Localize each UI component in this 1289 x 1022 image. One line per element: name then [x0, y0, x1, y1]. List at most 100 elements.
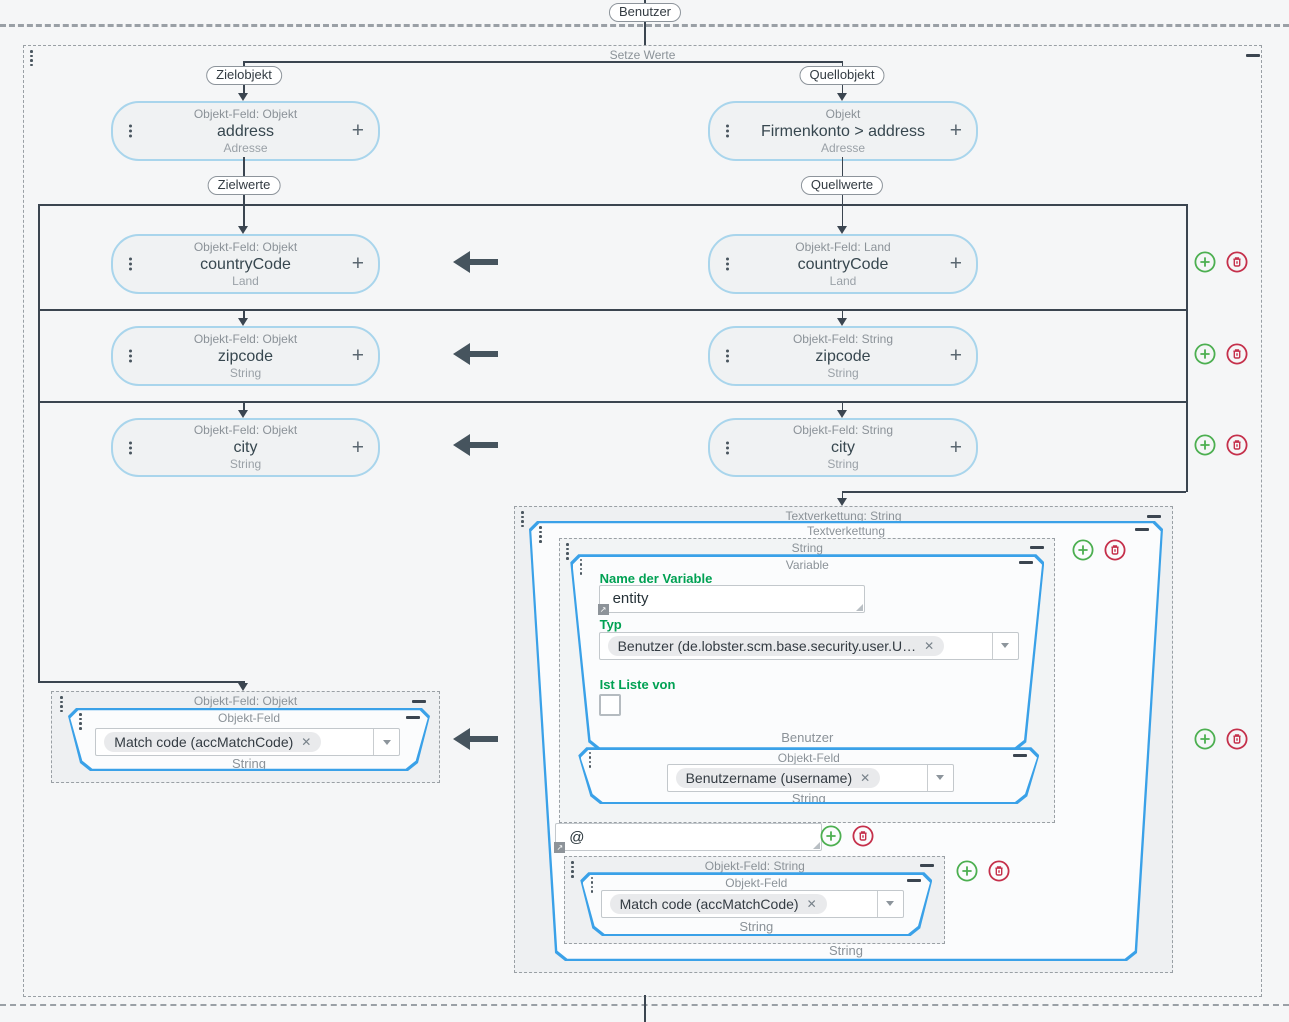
node-add-icon[interactable]: + — [351, 344, 364, 367]
node-menu-icon[interactable] — [129, 441, 132, 454]
drag-handle-icon[interactable] — [591, 877, 594, 893]
connector — [243, 204, 245, 226]
is-list-checkbox[interactable] — [599, 694, 621, 716]
match-source-node[interactable]: Objekt-Feld Match code (accMatchCode)✕ S… — [580, 872, 932, 936]
match-target-node[interactable]: Objekt-Feld Match code (accMatchCode)✕ S… — [68, 708, 430, 771]
add-row-button[interactable] — [1194, 728, 1216, 750]
add-row-button[interactable] — [1194, 251, 1216, 273]
add-arg-button[interactable] — [820, 825, 842, 847]
node-menu-icon[interactable] — [129, 257, 132, 271]
node-menu-icon[interactable] — [129, 124, 132, 138]
node-menu-icon[interactable] — [726, 257, 729, 271]
drag-handle-icon[interactable] — [521, 511, 524, 528]
node-menu-icon[interactable] — [726, 441, 729, 454]
separator-input[interactable]: @ — [555, 823, 822, 851]
target-field-node-countrycode[interactable]: Objekt-Feld: Objekt countryCode Land + — [111, 234, 380, 294]
field-select[interactable]: Benutzername (username) ✕ — [667, 764, 954, 792]
source-field-node-zipcode[interactable]: Objekt-Feld: String zipcode String + — [708, 326, 978, 386]
chip-label: Benutzername (username) — [685, 769, 853, 786]
delete-row-button[interactable] — [1226, 343, 1248, 365]
collapse-button[interactable] — [907, 879, 921, 882]
type-select[interactable]: Benutzer (de.lobster.scm.base.security.u… — [599, 632, 1019, 660]
drag-handle-icon[interactable] — [60, 696, 63, 713]
field-select[interactable]: Match code (accMatchCode)✕ — [601, 890, 904, 918]
node-datatype: String — [229, 365, 262, 380]
node-add-icon[interactable]: + — [351, 252, 364, 275]
target-field-node-city[interactable]: Objekt-Feld: Objekt city String + — [111, 418, 380, 477]
connector — [841, 491, 844, 498]
node-add-icon[interactable]: + — [949, 344, 962, 367]
node-name: city — [831, 439, 855, 456]
source-object-pill: Quellobjekt — [799, 66, 885, 85]
target-object-node[interactable]: Objekt-Feld: Objekt address Adresse + — [111, 101, 380, 161]
node-add-icon[interactable]: + — [949, 119, 962, 142]
target-field-node-zipcode[interactable]: Objekt-Feld: Objekt zipcode String + — [111, 326, 380, 386]
node-add-icon[interactable]: + — [949, 252, 962, 275]
selected-field-chip: Match code (accMatchCode)✕ — [104, 732, 321, 752]
source-field-node-countrycode[interactable]: Objekt-Feld: Land countryCode Land + — [708, 234, 978, 294]
delete-row-button[interactable] — [1226, 251, 1248, 273]
node-add-icon[interactable]: + — [351, 435, 364, 459]
clear-icon[interactable]: ✕ — [860, 770, 871, 785]
assign-arrow — [453, 434, 498, 456]
add-arg-button[interactable] — [956, 860, 978, 882]
row-line — [38, 309, 1186, 311]
add-row-button[interactable] — [1194, 434, 1216, 456]
delete-row-button[interactable] — [1226, 728, 1248, 750]
node-add-icon[interactable]: + — [949, 435, 962, 459]
delete-row-button[interactable] — [1226, 434, 1248, 456]
drag-handle-icon[interactable] — [589, 752, 592, 768]
node-menu-icon[interactable] — [726, 124, 729, 138]
connector — [243, 61, 245, 69]
drag-handle-icon[interactable] — [566, 543, 569, 559]
concat-node[interactable]: Textverkettung String Variable Name — [529, 521, 1163, 961]
drag-handle-icon[interactable] — [539, 526, 542, 542]
node-menu-icon[interactable] — [726, 349, 729, 363]
dropdown-button[interactable] — [877, 891, 903, 917]
source-field-node-city[interactable]: Objekt-Feld: String city String + — [708, 418, 978, 477]
delete-arg-button[interactable] — [988, 860, 1010, 882]
add-row-button[interactable] — [1194, 343, 1216, 365]
add-arg-button[interactable] — [1072, 539, 1094, 561]
field-select[interactable]: Match code (accMatchCode)✕ — [95, 728, 400, 756]
variable-name-input[interactable]: entity — [599, 585, 865, 613]
assign-arrow — [453, 251, 498, 273]
collapse-button[interactable] — [412, 700, 426, 703]
box-title: Objekt-Feld: String — [704, 859, 805, 874]
match-source-box: Objekt-Feld: String Objekt-Feld Match co… — [564, 856, 945, 944]
node-add-icon[interactable]: + — [351, 119, 364, 142]
collapse-button[interactable] — [1030, 546, 1044, 549]
dropdown-button[interactable] — [927, 765, 953, 791]
node-datatype: Land — [829, 273, 857, 288]
chip-label: Benutzer (de.lobster.scm.base.security.u… — [617, 637, 917, 654]
node-title: Objekt-Feld — [777, 750, 840, 765]
source-object-node[interactable]: Objekt Firmenkonto > address Adresse + — [708, 101, 978, 161]
drag-handle-icon[interactable] — [79, 713, 82, 729]
variable-node[interactable]: Variable Name der Variable entity ↗ Typ … — [570, 554, 1044, 750]
delete-arg-button[interactable] — [1104, 539, 1126, 561]
node-menu-icon[interactable] — [129, 349, 132, 363]
dropdown-button[interactable] — [373, 729, 399, 755]
collapse-button[interactable] — [920, 864, 934, 867]
collapse-button[interactable] — [1019, 561, 1033, 564]
username-field-node[interactable]: Objekt-Feld Benutzername (username)✕ Str… — [578, 747, 1039, 804]
collapse-button[interactable] — [1147, 515, 1161, 518]
drag-handle-icon[interactable] — [30, 50, 33, 67]
connector — [244, 61, 843, 63]
node-name: address — [217, 122, 274, 140]
collapse-button[interactable] — [1246, 54, 1260, 57]
expand-icon[interactable]: ↗ — [554, 842, 565, 853]
drag-handle-icon[interactable] — [580, 559, 583, 575]
drag-handle-icon[interactable] — [571, 861, 574, 877]
connector — [841, 61, 844, 69]
delete-arg-button[interactable] — [852, 825, 874, 847]
dropdown-button[interactable] — [992, 633, 1018, 659]
collapse-button[interactable] — [406, 716, 420, 719]
expand-icon[interactable]: ↗ — [598, 604, 609, 615]
clear-icon[interactable]: ✕ — [806, 896, 817, 911]
clear-icon[interactable]: ✕ — [924, 638, 935, 653]
collapse-button[interactable] — [1013, 754, 1027, 757]
right-trunk-line — [1186, 204, 1188, 492]
collapse-button[interactable] — [1135, 528, 1149, 531]
clear-icon[interactable]: ✕ — [301, 735, 312, 750]
